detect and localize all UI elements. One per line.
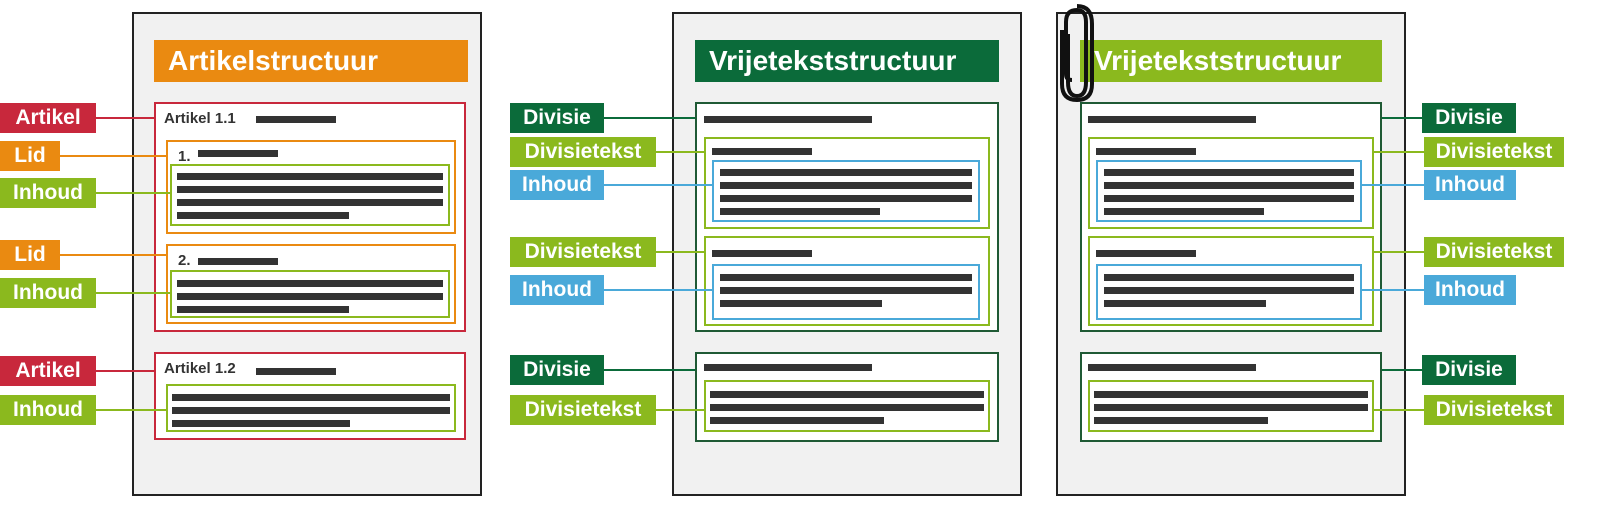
label-divisie: Divisie bbox=[510, 355, 604, 385]
label-inhoud: Inhoud bbox=[510, 275, 604, 305]
connector-line bbox=[604, 117, 695, 119]
text-bar bbox=[1088, 116, 1256, 123]
label-inhoud: Inhoud bbox=[1424, 170, 1516, 200]
connector-line bbox=[656, 251, 704, 253]
text-bar bbox=[177, 293, 443, 300]
artikel-heading: Artikel 1.1 bbox=[164, 110, 236, 127]
connector-line bbox=[1362, 289, 1424, 291]
connector-line bbox=[60, 254, 166, 256]
text-bar bbox=[712, 148, 812, 155]
connector-line bbox=[604, 369, 695, 371]
label-divisietekst: Divisietekst bbox=[1424, 395, 1564, 425]
text-bar bbox=[710, 391, 984, 398]
text-bar bbox=[1094, 391, 1368, 398]
text-bar bbox=[177, 306, 349, 313]
text-bar bbox=[712, 250, 812, 257]
connector-line bbox=[656, 409, 704, 411]
text-bar bbox=[172, 394, 450, 401]
text-bar bbox=[256, 368, 336, 375]
text-bar bbox=[172, 420, 350, 427]
connector-line bbox=[604, 289, 712, 291]
paperclip-icon bbox=[1060, 4, 1094, 102]
label-divisie: Divisie bbox=[1422, 355, 1516, 385]
connector-line bbox=[96, 192, 170, 194]
connector-line bbox=[60, 155, 166, 157]
text-bar bbox=[720, 195, 972, 202]
connector-line bbox=[604, 184, 712, 186]
text-bar bbox=[720, 300, 882, 307]
text-bar bbox=[1094, 404, 1368, 411]
text-bar bbox=[720, 208, 880, 215]
label-inhoud: Inhoud bbox=[0, 395, 96, 425]
text-bar bbox=[720, 182, 972, 189]
text-bar bbox=[1096, 148, 1196, 155]
text-bar bbox=[704, 364, 872, 371]
label-divisietekst: Divisietekst bbox=[1424, 137, 1564, 167]
text-bar bbox=[1104, 274, 1354, 281]
label-lid: Lid bbox=[0, 141, 60, 171]
text-bar bbox=[710, 404, 984, 411]
connector-line bbox=[96, 117, 154, 119]
label-divisietekst: Divisietekst bbox=[510, 237, 656, 267]
text-bar bbox=[1096, 250, 1196, 257]
label-divisie: Divisie bbox=[510, 103, 604, 133]
text-bar bbox=[1104, 195, 1354, 202]
connector-line bbox=[1374, 151, 1424, 153]
label-artikel: Artikel bbox=[0, 103, 96, 133]
connector-line bbox=[96, 409, 166, 411]
label-divisie: Divisie bbox=[1422, 103, 1516, 133]
connector-line bbox=[96, 370, 154, 372]
label-divisietekst: Divisietekst bbox=[510, 137, 656, 167]
text-bar bbox=[1104, 169, 1354, 176]
text-bar bbox=[704, 116, 872, 123]
text-bar bbox=[1088, 364, 1256, 371]
text-bar bbox=[177, 212, 349, 219]
text-bar bbox=[177, 186, 443, 193]
text-bar bbox=[198, 258, 278, 265]
connector-line bbox=[1362, 184, 1424, 186]
connector-line bbox=[1382, 117, 1422, 119]
label-inhoud: Inhoud bbox=[0, 278, 96, 308]
connector-line bbox=[96, 292, 170, 294]
text-bar bbox=[177, 199, 443, 206]
text-bar bbox=[1104, 287, 1354, 294]
panel-title-vrijetekststructuur-bijlage: Vrijetekststructuur bbox=[1080, 40, 1382, 82]
text-bar bbox=[710, 417, 884, 424]
text-bar bbox=[256, 116, 336, 123]
label-inhoud: Inhoud bbox=[510, 170, 604, 200]
label-inhoud: Inhoud bbox=[0, 178, 96, 208]
panel-title-artikelstructuur: Artikelstructuur bbox=[154, 40, 468, 82]
text-bar bbox=[172, 407, 450, 414]
lid-number: 1. bbox=[178, 148, 191, 165]
text-bar bbox=[1104, 300, 1266, 307]
lid-number: 2. bbox=[178, 252, 191, 269]
artikel-heading: Artikel 1.2 bbox=[164, 360, 236, 377]
text-bar bbox=[1104, 182, 1354, 189]
text-bar bbox=[177, 173, 443, 180]
label-artikel: Artikel bbox=[0, 356, 96, 386]
text-bar bbox=[177, 280, 443, 287]
label-inhoud: Inhoud bbox=[1424, 275, 1516, 305]
connector-line bbox=[656, 151, 704, 153]
text-bar bbox=[720, 287, 972, 294]
text-bar bbox=[720, 169, 972, 176]
connector-line bbox=[1374, 409, 1424, 411]
text-bar bbox=[1104, 208, 1264, 215]
text-bar bbox=[1094, 417, 1268, 424]
label-divisietekst: Divisietekst bbox=[510, 395, 656, 425]
panel-title-vrijetekststructuur: Vrijetekststructuur bbox=[695, 40, 999, 82]
connector-line bbox=[1374, 251, 1424, 253]
text-bar bbox=[720, 274, 972, 281]
connector-line bbox=[1382, 369, 1422, 371]
text-bar bbox=[198, 150, 278, 157]
label-divisietekst: Divisietekst bbox=[1424, 237, 1564, 267]
label-lid: Lid bbox=[0, 240, 60, 270]
